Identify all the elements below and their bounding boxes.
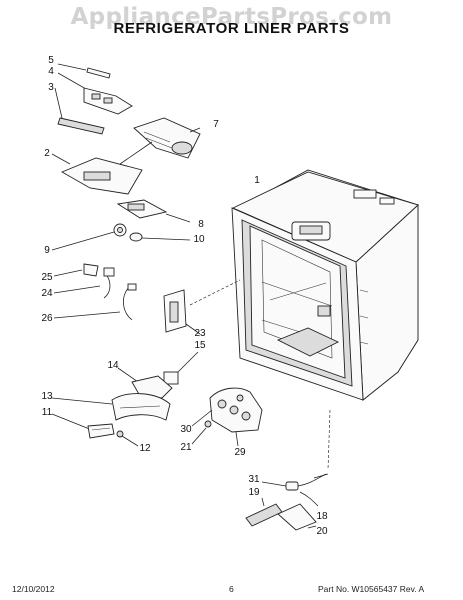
callout-26: 26 (41, 313, 53, 324)
tube-part-26 (53, 283, 137, 321)
callout-4: 4 (48, 66, 54, 77)
bracket-part-8 (116, 199, 191, 223)
control-housing-part-4 (57, 72, 133, 115)
lamp-cover-part-23 (163, 289, 201, 335)
callout-15: 15 (194, 340, 206, 351)
callout-20: 20 (316, 526, 328, 537)
grommet-part-10 (129, 232, 191, 242)
callout-19: 19 (248, 487, 260, 498)
heater-part-19 (245, 497, 283, 527)
tab-part-30 (191, 409, 213, 427)
light-housing-part-2 (51, 141, 153, 195)
callout-1: 1 (254, 175, 260, 186)
callout-23: 23 (194, 328, 206, 339)
callout-14: 14 (107, 360, 119, 371)
callout-11: 11 (41, 407, 53, 418)
callout-7: 7 (213, 119, 219, 130)
callout-29: 29 (234, 447, 246, 458)
callout-13: 13 (41, 391, 53, 402)
cover-part-13 (51, 393, 171, 421)
callout-18: 18 (316, 511, 328, 522)
pin-part-5 (57, 63, 111, 79)
callout-30: 30 (180, 424, 192, 435)
callout-31: 31 (248, 474, 260, 485)
wire-part-18 (299, 473, 329, 507)
handle-part-11 (51, 413, 115, 439)
footer-date: 12/10/2012 (12, 584, 55, 594)
screw-part-21 (191, 420, 212, 445)
callout-9: 9 (44, 245, 50, 256)
footer-page-number: 6 (229, 584, 234, 594)
callout-25: 25 (41, 272, 53, 283)
callout-5: 5 (48, 55, 54, 66)
liner-part-1 (189, 169, 419, 471)
clip-part-25 (53, 263, 99, 277)
callout-8: 8 (198, 219, 204, 230)
control-cover-part-7 (133, 117, 201, 159)
callout-21: 21 (180, 442, 192, 453)
screw-part-12 (116, 430, 139, 447)
callout-2: 2 (44, 148, 50, 159)
harness-part-24 (53, 267, 115, 299)
label-strip-part-3 (54, 87, 105, 135)
fan-module-part-29 (209, 387, 263, 447)
socket-part-9 (51, 223, 127, 251)
diagram-title: REFRIGERATOR LINER PARTS (113, 20, 350, 37)
footer-part-number: Part No. W10565437 Rev. A (318, 584, 425, 594)
callout-12: 12 (139, 443, 151, 454)
watermark: AppliancePartsPros.com (70, 4, 393, 30)
switch-part-15 (163, 351, 199, 385)
callout-10: 10 (193, 234, 205, 245)
strip-part-20 (277, 503, 317, 531)
callout-3: 3 (48, 82, 54, 93)
connector-part-31 (261, 473, 327, 491)
callout-24: 24 (41, 288, 53, 299)
